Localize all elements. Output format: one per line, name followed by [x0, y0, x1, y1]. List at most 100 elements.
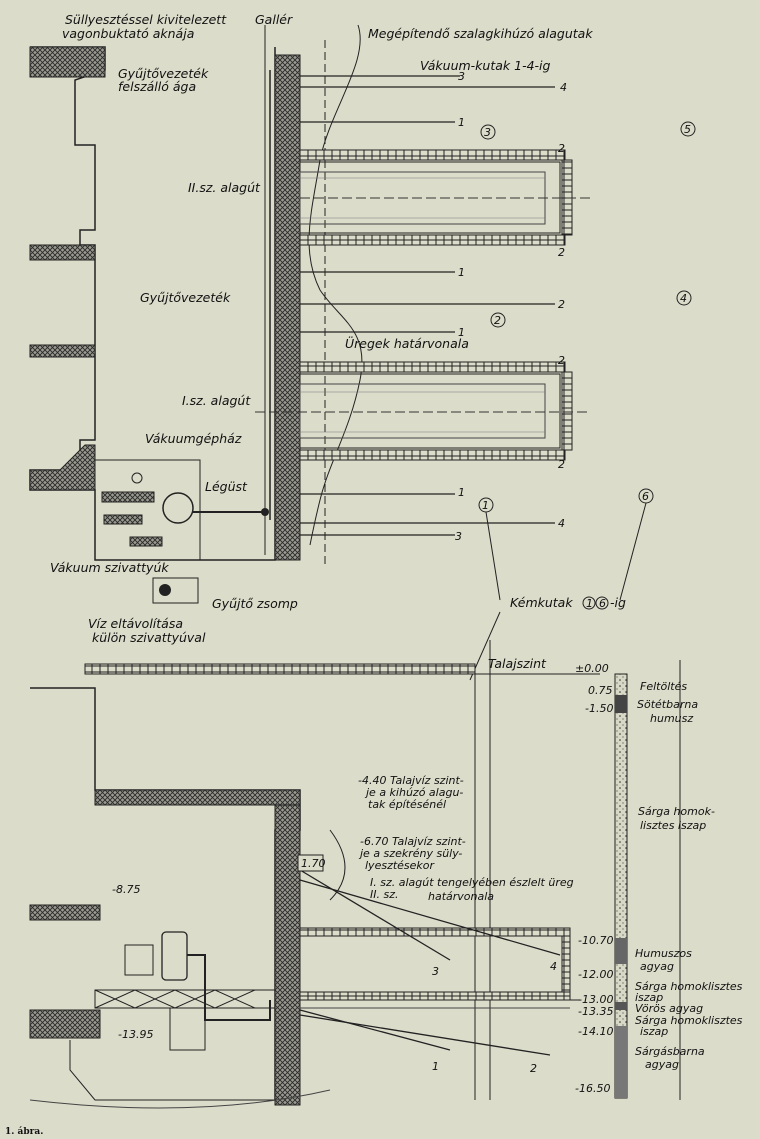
soil-name: Sárga homok- [638, 805, 715, 818]
vacuum-well-rows [300, 75, 555, 536]
section-view: Talajszint 3 4 1 [29, 640, 681, 1109]
vacuum-pumps-label: Vákuum szivattyúk [50, 560, 169, 575]
cavity-boundary-curve [308, 24, 363, 546]
plan-view: 3 5 4 2 1 6 3 4 1 2 2 1 2 1 2 2 1 4 3 Sü… [29, 12, 696, 681]
water-removal-label: Víz eltávolítása [88, 616, 183, 631]
test-well-marker-5 [680, 121, 696, 137]
depth-label: -1.50 [585, 702, 613, 715]
test-well-mark-text: 2 [494, 314, 501, 327]
soil-name: iszap [635, 991, 663, 1004]
soil-name: lisztes iszap [640, 819, 706, 832]
depth-label: -12.00 [578, 968, 613, 981]
well-number: 2 [558, 298, 565, 311]
soil-name: humusz [650, 712, 693, 725]
well-number: 3 [455, 530, 462, 543]
dimension-label: 1.70 [301, 857, 326, 870]
humus-layer [615, 695, 627, 713]
section-sump [169, 1007, 206, 1051]
well-number: 2 [558, 354, 565, 367]
soil-name: iszap [640, 1025, 668, 1038]
shaft-left-notch-1 [29, 244, 96, 261]
depth-label: ±0.00 [575, 662, 609, 675]
section-well-number: 2 [530, 1062, 537, 1075]
well-number: 4 [560, 81, 567, 94]
soil-name: Feltöltés [640, 680, 687, 693]
depth-label: -13.35 [578, 1005, 613, 1018]
cavity-boundary-label: Üregek határvonala [345, 335, 469, 351]
soil-name: agyag [645, 1058, 679, 1071]
groundwater-note-2: je a szekrény süly- [358, 847, 462, 860]
depth-label: -14.10 [578, 1025, 613, 1038]
test-well-mark-text: 6 [642, 490, 649, 503]
air-vessel-label: Légüst [205, 479, 248, 494]
collar-wall [274, 54, 301, 561]
soil-name: agyag [640, 960, 674, 973]
vacuum-wells-label: Vákuum-kutak 1-4-ig [420, 58, 551, 73]
depth-label: 0.75 [588, 684, 613, 697]
shaft-left-notch-2 [29, 344, 96, 358]
tunnel-section-floor [299, 991, 571, 1001]
shaft-top-wall [29, 46, 106, 78]
soil-name: Sárga homoklisztes [635, 1014, 743, 1027]
section-well-number: 4 [550, 960, 557, 973]
vacuum-house [94, 459, 269, 604]
soil-name: Vörös agyag [635, 1002, 703, 1015]
test-well-range-end-text: 6 [599, 597, 606, 610]
well-number: 1 [458, 486, 465, 499]
well-number: 2 [558, 246, 565, 259]
test-well-mark-text: 4 [680, 292, 687, 305]
well-number: 1 [458, 326, 465, 339]
air-vessel-section-icon [161, 931, 188, 981]
pump-icon [103, 514, 143, 525]
water-removal-label: külön szivattyúval [92, 630, 206, 645]
test-well-marker-2 [490, 312, 506, 328]
air-vessel-icon [162, 492, 194, 524]
box-base-left [29, 1009, 101, 1039]
red-clay-layer [615, 1002, 627, 1010]
well-number: 2 [558, 142, 565, 155]
cavity-note: határvonala [428, 890, 494, 903]
test-well-marker-4 [676, 290, 692, 306]
test-well-range-end [595, 596, 609, 610]
shaft-label: vagonbuktató aknája [62, 26, 194, 41]
tunnel-1-plan [255, 361, 590, 461]
test-well-marker-3 [480, 124, 496, 140]
pump-icon [101, 491, 155, 503]
dim-box [297, 854, 324, 872]
groundwater-note-2: -6.70 Talajvíz szint- [360, 835, 466, 848]
shaft-left-wedge [29, 444, 96, 491]
well-number: 3 [458, 70, 465, 83]
collector-riser-label: Gyűjtővezeték [118, 66, 209, 81]
depth-label: -13.00 [578, 993, 613, 1006]
cavity-note: II. sz. [370, 888, 398, 901]
test-well-mark-text: 5 [684, 123, 691, 136]
section-well-number: 1 [432, 1060, 439, 1073]
well-number: 1 [458, 116, 465, 129]
vacuum-house-label: Vákuumgépház [145, 431, 242, 446]
test-wells-range-label: -ig [610, 595, 626, 610]
test-wells-label: Kémkutak [510, 595, 573, 610]
cavity-note: I. sz. alagút tengelyében észlelt üreg [370, 876, 574, 889]
groundwater-note-1: tak építésénél [368, 798, 446, 811]
brown-clay-layer [615, 1026, 627, 1098]
level-label: -13.95 [118, 1028, 153, 1041]
soil-name: Sárgásbarna [635, 1045, 705, 1058]
sump-pump-icon [159, 584, 171, 596]
figure-caption: 1. ábra. [5, 1126, 43, 1137]
pump-icon [129, 536, 163, 547]
tunnel-section-top [299, 927, 571, 937]
test-well-range-start [582, 596, 596, 610]
test-well-mark-text: 1 [482, 499, 489, 512]
soil-profile: ±0.00 0.75 Feltöltés -1.50 Sötétbarna hu… [575, 662, 743, 1099]
tunnel-1-label: I.sz. alagút [182, 393, 251, 408]
groundwater-note-1: je a kihúzó alagu- [364, 786, 463, 799]
collector-riser-label: felszálló ága [118, 79, 196, 94]
well-number: 4 [558, 517, 565, 530]
pump-section-icon [124, 944, 154, 976]
level-label: -8.75 [112, 883, 140, 896]
well-number: 2 [558, 458, 565, 471]
sump-box [152, 577, 199, 604]
tunnels-to-build-label: Megépítendő szalagkihúzó alagutak [368, 26, 593, 41]
ground-surface [84, 663, 476, 675]
